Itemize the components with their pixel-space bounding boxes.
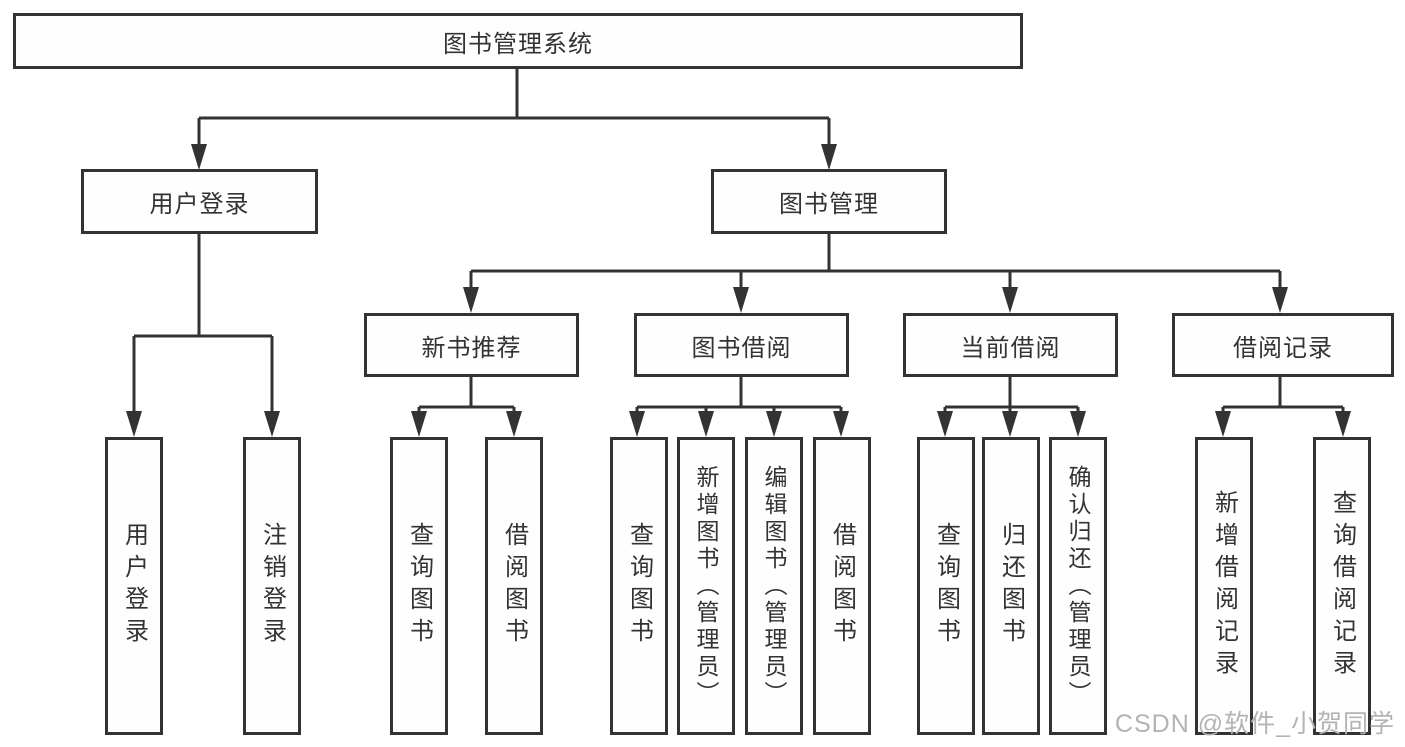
- node-user-login: 用户登录: [81, 169, 318, 234]
- leaf-borrow-book-under-book-borrow: 借阅图书: [813, 437, 871, 735]
- node-label: 确认归还（管理员）: [1065, 464, 1091, 708]
- node-book-management: 图书管理: [711, 169, 947, 234]
- node-label: 编辑图书（管理员）: [761, 464, 787, 708]
- leaf-edit-book-admin: 编辑图书（管理员）: [745, 437, 803, 735]
- node-label: 当前借阅: [960, 334, 1061, 362]
- node-label: 图书管理系统: [443, 30, 593, 58]
- node-label: 用户登录: [149, 191, 250, 218]
- node-label: 图书管理: [779, 191, 879, 218]
- leaf-add-book-admin: 新增图书（管理员）: [677, 437, 735, 735]
- leaf-logout: 注销登录: [243, 437, 301, 735]
- node-current-borrow: 当前借阅: [903, 313, 1118, 377]
- leaf-query-book-under-current-borrow: 查询图书: [917, 437, 975, 735]
- leaf-borrow-book-under-new-book: 借阅图书: [485, 437, 543, 735]
- node-label: 新增借阅记录: [1210, 490, 1238, 682]
- leaf-add-borrow-record: 新增借阅记录: [1195, 437, 1253, 735]
- node-label: 查询借阅记录: [1328, 490, 1356, 682]
- leaf-query-book-under-book-borrow: 查询图书: [610, 437, 668, 735]
- csdn-watermark: CSDN @软件_小贺同学: [1114, 710, 1395, 738]
- node-label: 查询图书: [932, 522, 960, 650]
- node-label: 归还图书: [997, 522, 1025, 650]
- leaf-query-book-under-new-book: 查询图书: [390, 437, 448, 735]
- node-label: 借阅记录: [1233, 334, 1333, 362]
- node-label: 图书借阅: [691, 334, 792, 362]
- node-label: 注销登录: [258, 522, 286, 650]
- leaf-return-book: 归还图书: [982, 437, 1040, 735]
- node-book-borrow: 图书借阅: [634, 313, 849, 377]
- node-label: 新书推荐: [421, 334, 522, 362]
- leaf-confirm-return-admin: 确认归还（管理员）: [1049, 437, 1107, 735]
- node-label: 借阅图书: [828, 522, 856, 650]
- node-label: 查询图书: [405, 522, 433, 650]
- node-new-book-recommend: 新书推荐: [364, 313, 579, 377]
- leaf-user-login: 用户登录: [105, 437, 163, 735]
- node-root-library-management-system: 图书管理系统: [13, 13, 1023, 69]
- node-label: 用户登录: [120, 522, 148, 650]
- node-label: 新增图书（管理员）: [693, 464, 719, 708]
- leaf-query-borrow-record: 查询借阅记录: [1313, 437, 1371, 735]
- node-label: 借阅图书: [500, 522, 528, 650]
- node-label: 查询图书: [625, 522, 653, 650]
- node-borrow-records: 借阅记录: [1172, 313, 1394, 377]
